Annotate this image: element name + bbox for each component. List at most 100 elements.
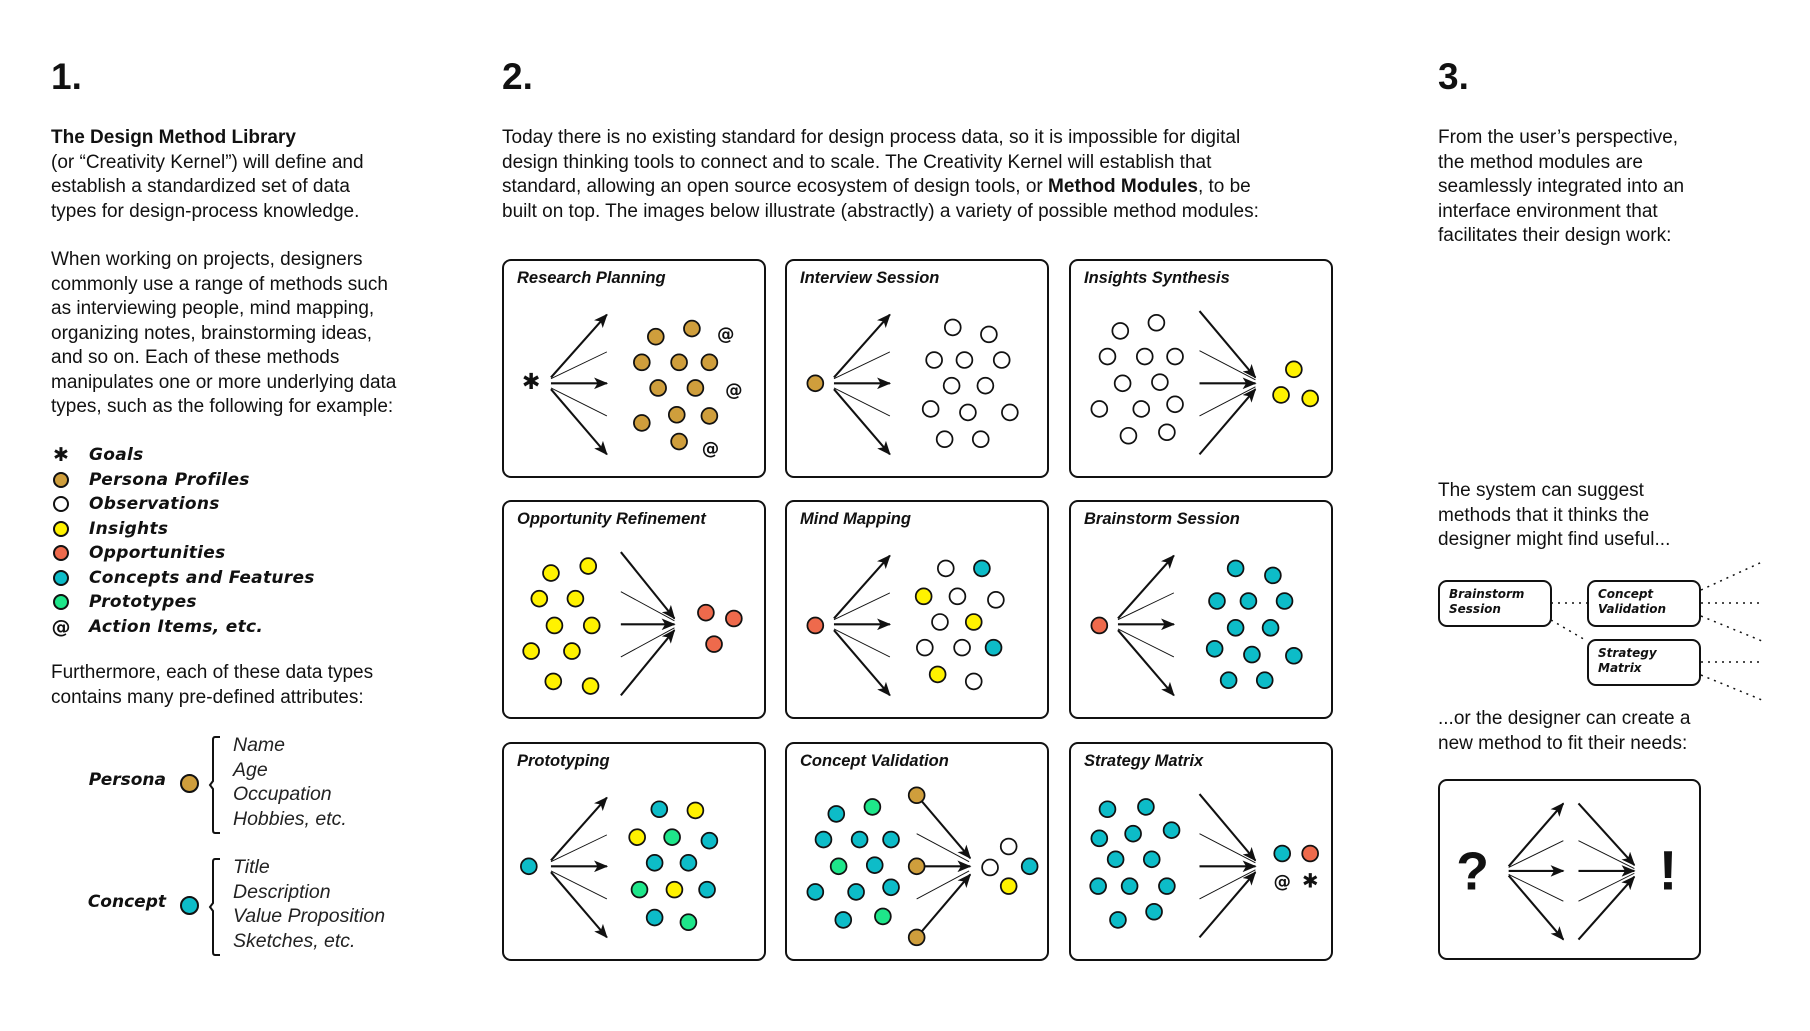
- observation-dot: [943, 318, 962, 337]
- method-diagram: [806, 554, 1005, 697]
- attribute-field: Title: [233, 856, 270, 878]
- insight-dot: [522, 642, 540, 660]
- section-1-number: 1.: [51, 56, 82, 97]
- method-module-strategy-matrix[interactable]: @✱Strategy Matrix: [1069, 742, 1333, 961]
- persona-dot: [700, 353, 719, 372]
- at-sign-icon: @: [725, 381, 742, 401]
- persona-dot: [907, 786, 926, 805]
- arrow: [1198, 310, 1257, 379]
- connector-line: [1199, 350, 1256, 381]
- concept-dot-icon: [51, 568, 71, 588]
- method-module-prototyping[interactable]: Prototyping: [502, 742, 766, 961]
- method-module-insights-synthesis[interactable]: Insights Synthesis: [1069, 259, 1333, 478]
- paragraph-line: seamlessly integrated into an: [1438, 176, 1685, 197]
- type-label: Concept: [87, 892, 166, 912]
- arrow: [1117, 629, 1175, 697]
- concept-dot: [1158, 877, 1176, 895]
- insight-dot: [563, 642, 581, 660]
- observation-dot: [1166, 395, 1184, 414]
- legend-item-insight: Insights: [51, 517, 168, 541]
- brace-icon: [208, 736, 220, 834]
- paragraph-line: ...or the designer can create a: [1438, 708, 1691, 729]
- question-mark-icon: ?: [1456, 843, 1489, 902]
- concept-dot: [806, 883, 825, 901]
- custom-method-diagram: ?!: [1456, 802, 1677, 941]
- opportunity-dot: [1090, 616, 1109, 635]
- method-module-interview-session[interactable]: Interview Session: [785, 259, 1049, 478]
- observation-dot: [1135, 347, 1154, 366]
- method-module-mind-mapping[interactable]: Mind Mapping: [785, 500, 1049, 719]
- method-title: Mind Mapping: [800, 510, 911, 528]
- prototype-dot: [829, 857, 848, 876]
- arrow: [1507, 874, 1565, 941]
- concept-dot: [1120, 877, 1139, 895]
- observation-dot: [987, 591, 1005, 609]
- method-module-brainstorm-session[interactable]: Brainstorm Session: [1069, 500, 1333, 719]
- connector-line: [1508, 873, 1564, 902]
- connector-line: [550, 834, 608, 863]
- paragraph-line: facilitates their design work:: [1438, 225, 1672, 246]
- insight-dot: [566, 589, 585, 608]
- observation-dot: [971, 430, 990, 449]
- concept-dot: [1261, 619, 1280, 637]
- paragraph-line: standard, allowing an open source ecosys…: [502, 175, 1259, 200]
- prototype-dot: [630, 880, 649, 899]
- method-diagram: [520, 796, 719, 939]
- method-module-opportunity-refinement[interactable]: Opportunity Refinement: [502, 500, 766, 719]
- arrow: [1577, 875, 1636, 941]
- asterisk-icon: ✱: [51, 444, 71, 466]
- concept-dot: [1109, 911, 1127, 929]
- concept-dot: [1208, 592, 1226, 610]
- concept-dot-icon: [180, 896, 199, 915]
- concept-dot: [1273, 844, 1292, 863]
- persona-dot: [670, 432, 688, 451]
- concept-dot: [1239, 592, 1258, 610]
- connector-line: [916, 870, 970, 900]
- library-title: The Design Method Library: [51, 127, 296, 148]
- custom-method-box[interactable]: ?!: [1438, 779, 1701, 960]
- label: Matrix: [1598, 661, 1642, 675]
- legend-label: Observations: [89, 494, 220, 514]
- persona-dot: [907, 928, 926, 947]
- method-module-research-planning[interactable]: ✱@@@Research Planning: [502, 259, 766, 478]
- connector-line: [1578, 840, 1635, 870]
- connector-line: [833, 387, 891, 417]
- method-title: Strategy Matrix: [1084, 752, 1204, 770]
- attribute-field: Sketches, etc.: [233, 929, 356, 952]
- prototype-dot: [679, 913, 698, 932]
- method-title: Concept Validation: [800, 752, 949, 770]
- legend-label: Action Items, etc.: [89, 616, 264, 637]
- prototype-dot: [874, 907, 892, 926]
- observation-dot: [999, 837, 1018, 856]
- concept-dot: [847, 883, 865, 901]
- arrow: [1117, 554, 1175, 620]
- asterisk-icon: ✱: [522, 369, 541, 395]
- label: Concept: [1598, 587, 1654, 601]
- legend-label: Prototypes: [89, 592, 197, 612]
- paragraph-line: methods that it thinks the: [1438, 504, 1650, 526]
- method-module-concept-validation[interactable]: Concept Validation: [785, 742, 1049, 961]
- observation-dot: [1119, 426, 1138, 445]
- at-sign-icon: @: [702, 439, 719, 459]
- method-diagram: [806, 786, 1039, 947]
- arrow: [1577, 802, 1636, 866]
- arrow: [915, 794, 972, 860]
- persona-dot: [700, 407, 719, 425]
- method-title: Interview Session: [800, 269, 940, 287]
- observation-dot: [955, 351, 974, 369]
- concept-dot: [1219, 671, 1238, 690]
- method-diagram: ✱@@@: [522, 313, 743, 459]
- concept-dot: [1275, 592, 1294, 610]
- text: , to be: [1197, 176, 1251, 197]
- section-3-number: 3.: [1438, 56, 1469, 97]
- concept-dot: [973, 559, 991, 578]
- observation-dot: [931, 613, 949, 631]
- integration-paragraph: From the user’s perspective,the method m…: [1438, 126, 1684, 249]
- connector-line: [1508, 840, 1564, 868]
- method-title: Opportunity Refinement: [517, 510, 706, 528]
- observation-dot: [1098, 347, 1117, 366]
- connector-line: [1550, 619, 1588, 642]
